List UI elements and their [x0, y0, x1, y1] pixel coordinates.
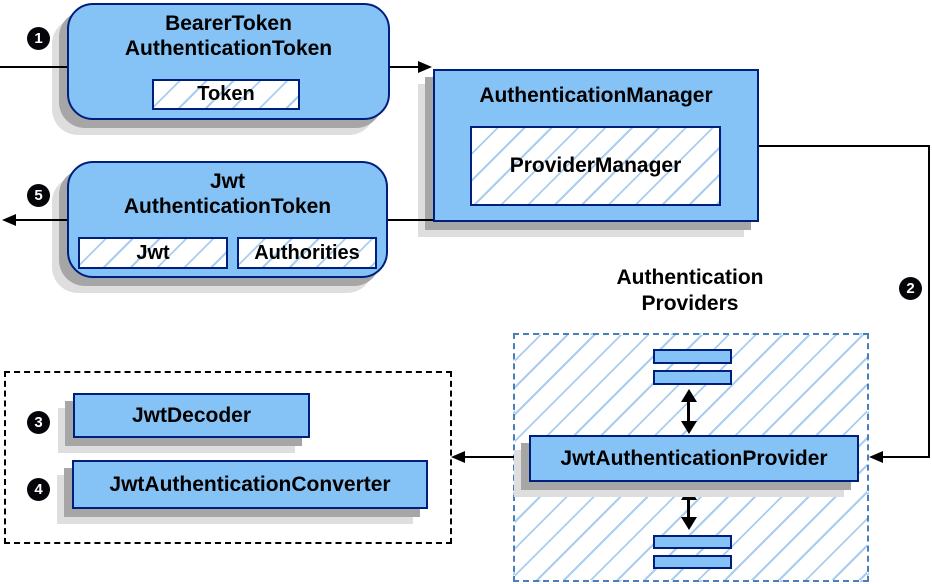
jwt-authentication-provider-title: JwtAuthenticationProvider [560, 447, 828, 470]
jwt-decoder-node: JwtDecoder [73, 393, 310, 438]
step-4-badge: 4 [27, 478, 50, 501]
jwt-token-title-line1: Jwt [209, 170, 245, 193]
jwt-token-node-title: Jwt AuthenticationToken [69, 163, 386, 219]
authentication-providers-label-line1: Authentication [616, 266, 764, 289]
provider-manager-chip: ProviderManager [470, 126, 721, 206]
token-chip: Token [152, 79, 300, 110]
step5-outgoing-line [14, 219, 67, 221]
provider-to-decoder-line [463, 456, 529, 458]
step-5-badge: 5 [27, 184, 50, 207]
manager-to-provider-arrowhead [869, 451, 883, 463]
bearer-token-title-line2: AuthenticationToken [124, 37, 333, 60]
authentication-providers-label-line2: Providers [641, 292, 739, 315]
jwt-authentication-provider-node: JwtAuthenticationProvider [529, 435, 859, 482]
double-arrow-top [681, 389, 697, 434]
provider-to-decoder-arrowhead [451, 451, 465, 463]
double-arrow-bottom [681, 487, 697, 530]
jwt-decoder-title: JwtDecoder [131, 404, 252, 427]
jwt-token-title-line2: AuthenticationToken [123, 195, 332, 218]
authorities-chip: Authorities [237, 237, 377, 269]
bearer-to-manager-arrowhead [418, 61, 432, 73]
manager-to-provider-line-bottom [883, 456, 930, 458]
provider-placeholder-bar-top-1 [653, 349, 732, 364]
manager-to-jwt-token-line [388, 219, 433, 221]
manager-to-provider-line-horizontal [759, 145, 930, 147]
jwt-authentication-converter-node: JwtAuthenticationConverter [72, 460, 428, 509]
manager-to-provider-line-vertical [928, 145, 930, 458]
provider-placeholder-bar-top-2 [653, 370, 732, 385]
step-1-badge: 1 [27, 27, 50, 50]
step-2-badge: 2 [899, 277, 922, 300]
provider-placeholder-bar-bottom-2 [653, 555, 732, 569]
bearer-token-node-title: BearerToken AuthenticationToken [69, 5, 388, 61]
step5-outgoing-arrowhead [2, 214, 16, 226]
jwt-authentication-converter-title: JwtAuthenticationConverter [109, 473, 391, 496]
step-3-badge: 3 [27, 411, 50, 434]
step1-incoming-line [0, 66, 67, 68]
provider-placeholder-bar-bottom-1 [653, 535, 732, 549]
jwt-chip: Jwt [78, 237, 228, 269]
bearer-to-manager-line [390, 66, 419, 68]
bearer-token-title-line1: BearerToken [165, 12, 292, 35]
authentication-manager-title: AuthenticationManager [479, 84, 713, 107]
authentication-providers-label: Authentication Providers [555, 265, 825, 317]
